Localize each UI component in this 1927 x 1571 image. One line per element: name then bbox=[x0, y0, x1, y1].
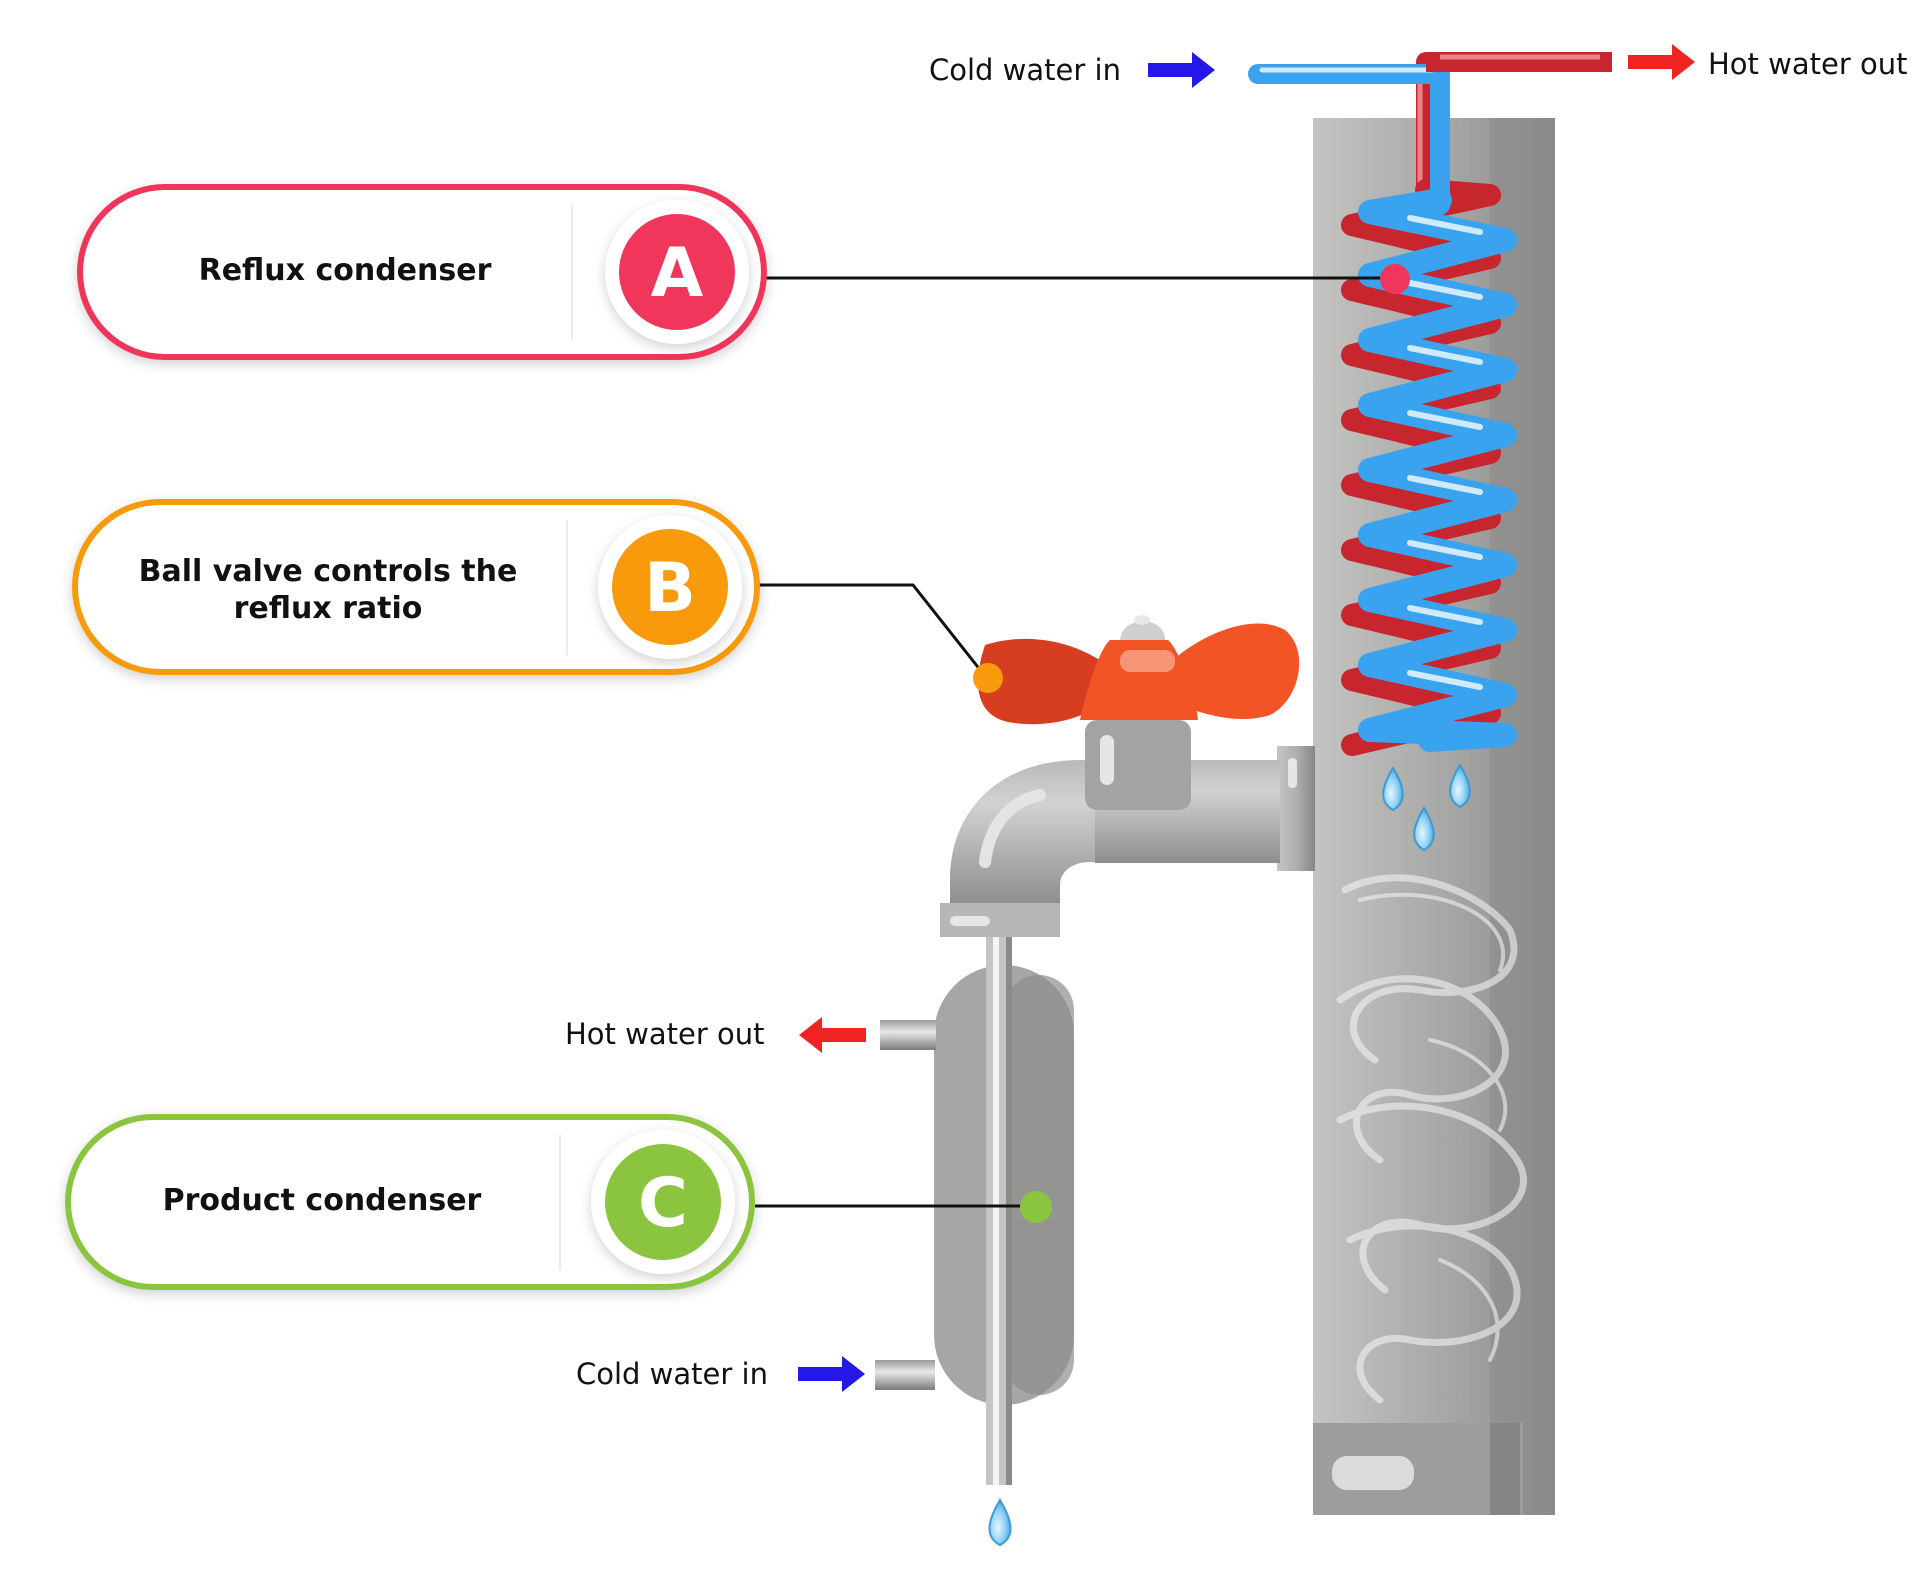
reflux-condenser-coil bbox=[1248, 52, 1517, 756]
callout-b-label-line2: reflux ratio bbox=[234, 591, 423, 626]
callout-c-dot bbox=[1020, 1191, 1052, 1223]
hot-water-outlet-nozzle bbox=[880, 1020, 936, 1050]
callout-c: C Product condenser bbox=[65, 1114, 755, 1290]
top-hot-water-label: Hot water out bbox=[1708, 47, 1907, 81]
arrow-right-icon bbox=[798, 1356, 865, 1392]
callout-b-dot bbox=[973, 663, 1003, 693]
steam-icon bbox=[1336, 874, 1527, 1404]
callout-b-letter: B bbox=[644, 549, 696, 628]
reflux-pipe bbox=[940, 746, 1315, 937]
leader-lines bbox=[755, 276, 1395, 1208]
callout-c-label: Product condenser bbox=[163, 1183, 482, 1218]
side-cold-water-label: Cold water in bbox=[576, 1357, 768, 1391]
arrow-right-icon bbox=[1148, 52, 1215, 88]
arrow-left-icon bbox=[799, 1017, 866, 1053]
callout-a-dot bbox=[1380, 264, 1410, 294]
callout-a-label: Reflux condenser bbox=[199, 253, 492, 288]
arrow-right-icon bbox=[1628, 44, 1695, 80]
callout-a-letter: A bbox=[651, 234, 704, 313]
ball-valve[interactable] bbox=[978, 615, 1300, 810]
cold-water-inlet-nozzle bbox=[875, 1360, 935, 1390]
callout-b: B Ball valve controls the reflux ratio bbox=[72, 499, 760, 675]
top-hot-outlet-pipe bbox=[1426, 52, 1612, 72]
callout-c-letter: C bbox=[638, 1164, 688, 1243]
water-drop-icon bbox=[1382, 763, 1471, 852]
water-drop-icon bbox=[988, 1498, 1012, 1547]
top-cold-water-label: Cold water in bbox=[929, 53, 1121, 87]
side-hot-water-label: Hot water out bbox=[565, 1017, 764, 1051]
callout-b-label-line1: Ball valve controls the bbox=[139, 554, 518, 589]
callout-a: A Reflux condenser bbox=[77, 184, 767, 360]
product-condenser bbox=[934, 937, 1074, 1485]
